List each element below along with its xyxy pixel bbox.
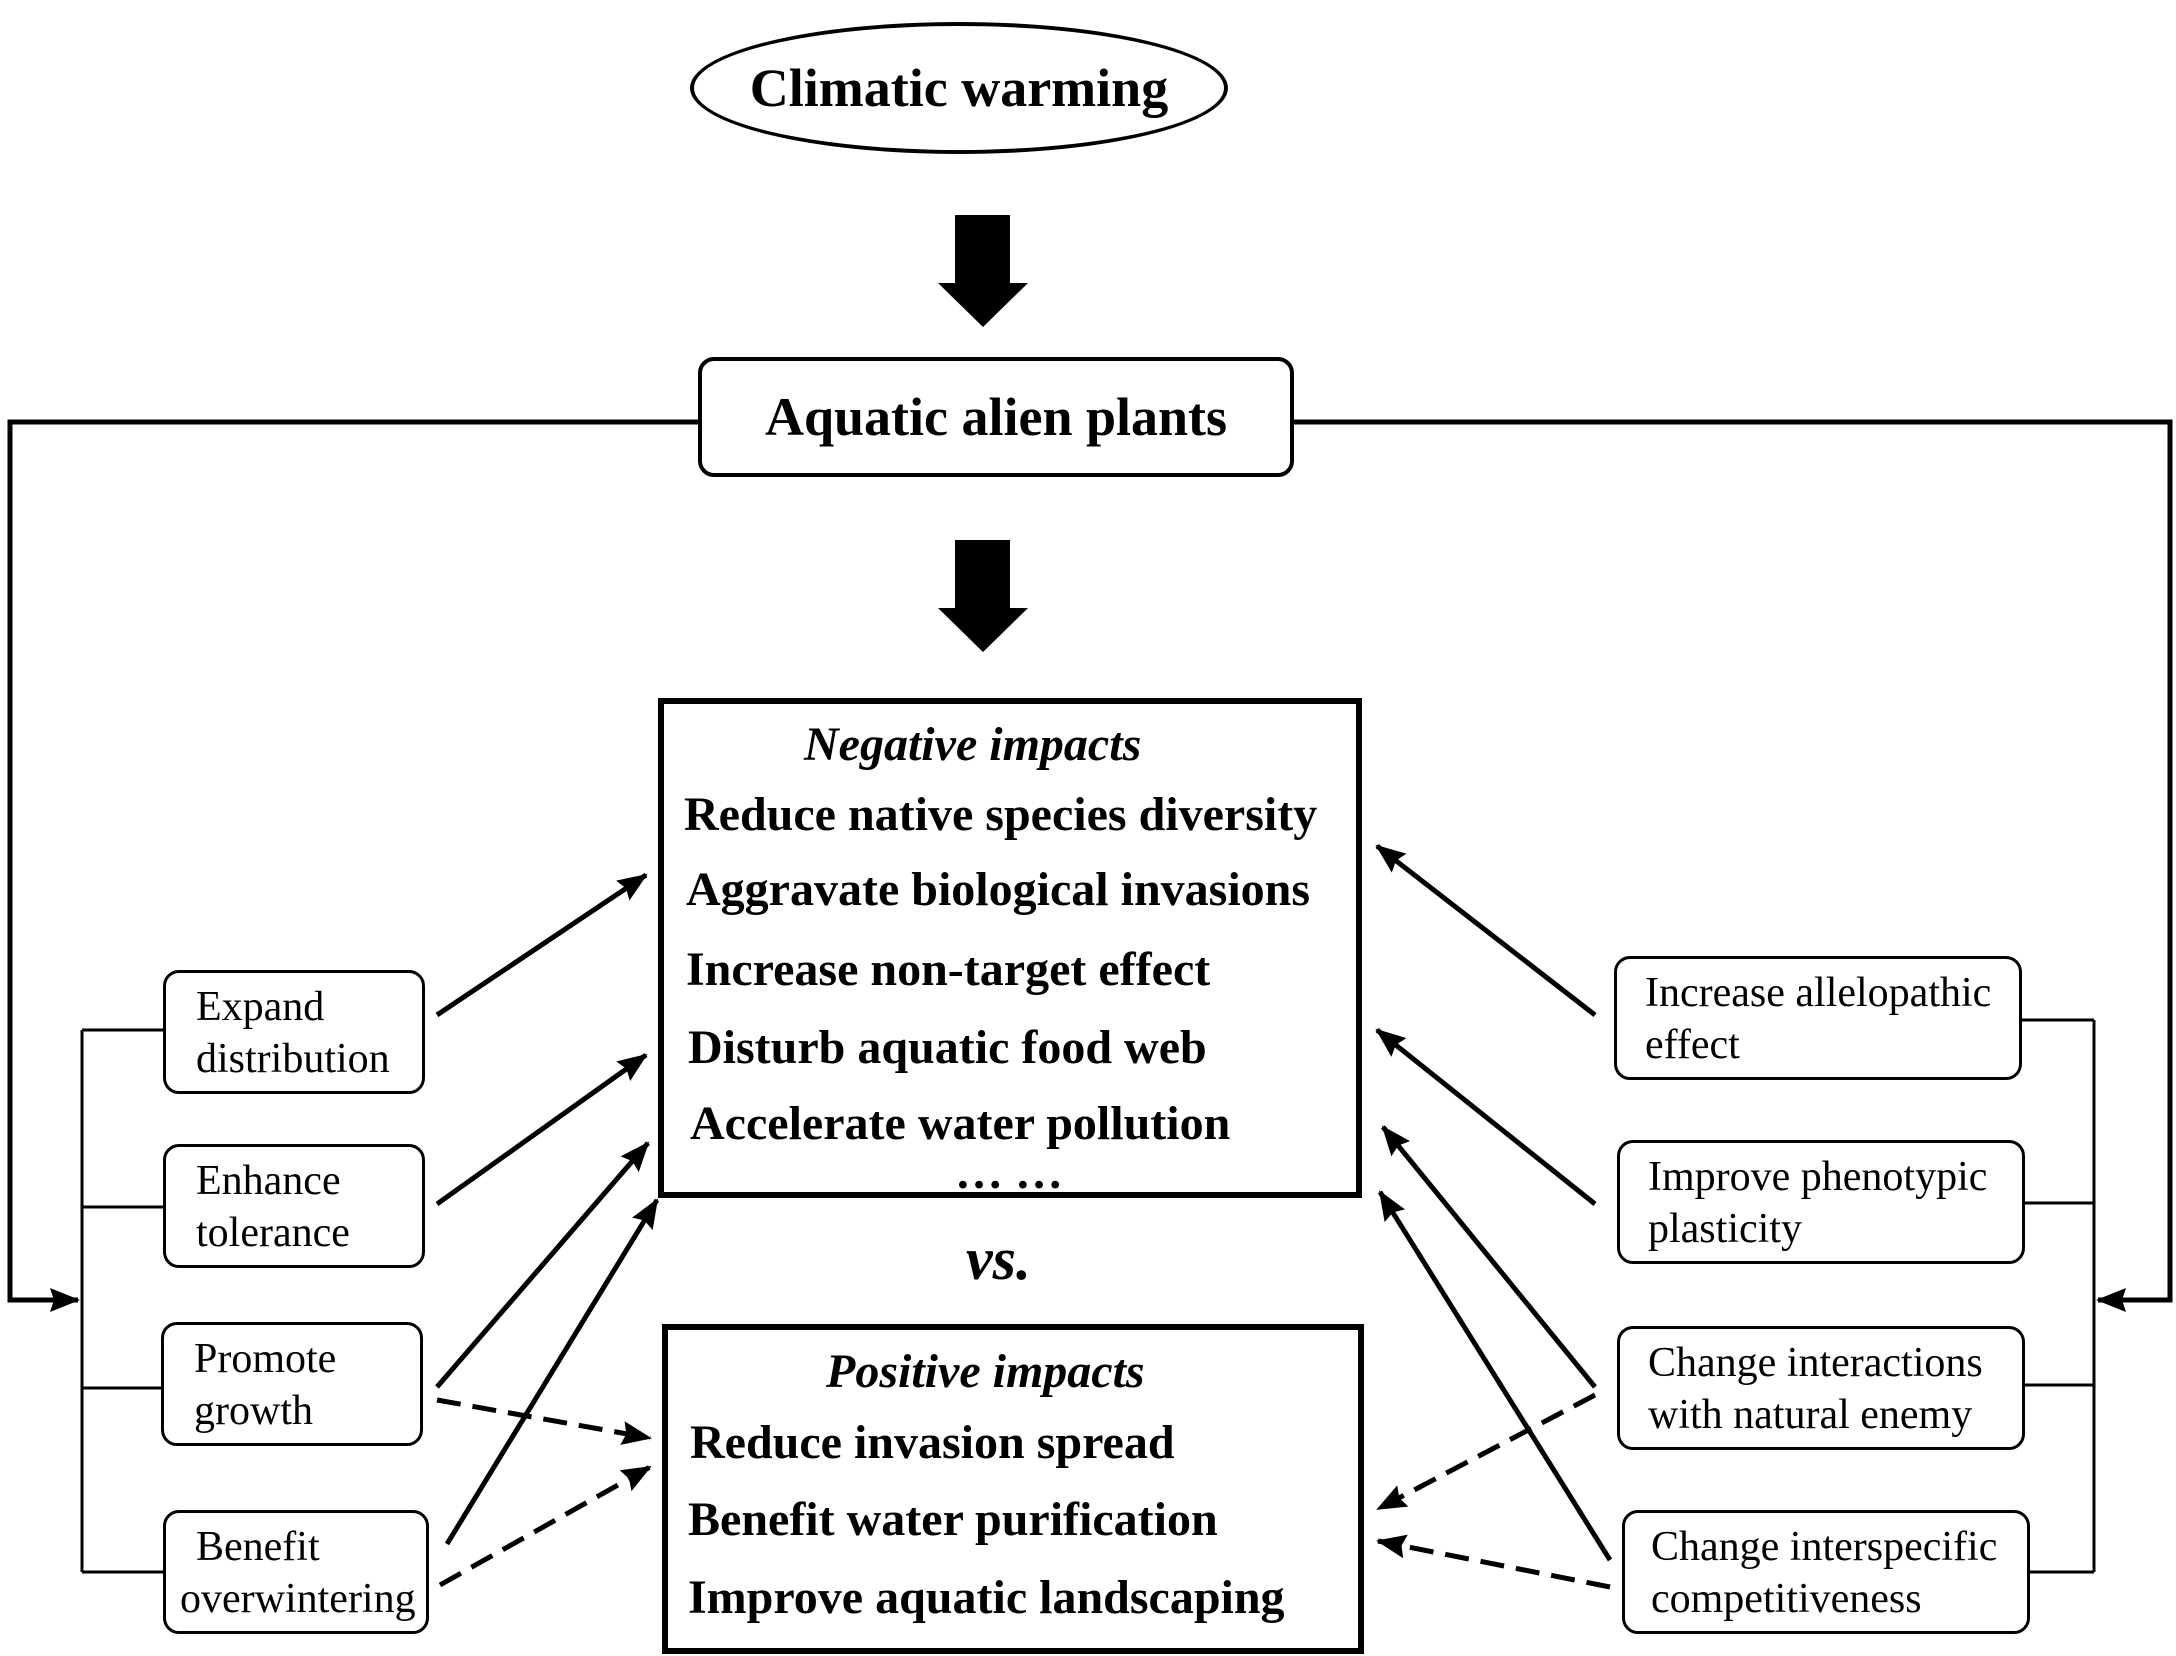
loop-left	[7, 419, 700, 1312]
loop-right	[1292, 419, 2173, 1312]
climatic-warming-node: Climatic warming	[690, 22, 1228, 154]
factor-improve-phenotypic-plasticity: Improve phenotypic plasticity	[1617, 1140, 2025, 1264]
arrow-competitiveness-to-negative	[1377, 1190, 1613, 1562]
arrow-overwinter-to-negative	[444, 1198, 660, 1546]
aquatic-alien-plants-node: Aquatic alien plants	[698, 357, 1294, 477]
arrow-expand-to-negative	[435, 872, 648, 1018]
negative-item: Aggravate biological invasions	[686, 863, 1311, 916]
negative-item: Increase non-target effect	[686, 943, 1211, 996]
negative-item: Disturb aquatic food web	[688, 1021, 1207, 1074]
arrow-allelopathic-to-negative	[1375, 844, 1597, 1017]
factor-promote-growth: Promote growth	[161, 1322, 423, 1446]
negative-item: … …	[955, 1146, 1063, 1199]
factor-enhance-tolerance: Enhance tolerance	[163, 1144, 425, 1268]
negative-item: Accelerate water pollution	[690, 1097, 1231, 1150]
negative-impacts-title: Negative impacts	[804, 718, 1142, 771]
right-bracket	[2022, 1018, 2096, 1574]
positive-item: Reduce invasion spread	[690, 1416, 1175, 1469]
arrow-enemy-to-positive	[1376, 1392, 1597, 1512]
positive-item: Benefit water purification	[688, 1493, 1218, 1546]
arrow-competitiveness-to-positive	[1376, 1534, 1611, 1590]
climatic-warming-label: Climatic warming	[749, 58, 1169, 118]
arrow-plasticity-to-negative	[1375, 1028, 1597, 1206]
arrow-enemy-to-negative	[1381, 1125, 1597, 1389]
down-arrow-1	[938, 215, 1028, 327]
down-arrow-2	[938, 540, 1028, 652]
left-bracket	[80, 1028, 165, 1574]
positive-impacts-box	[662, 1324, 1364, 1654]
factor-increase-allelopathic-effect: Increase allelopathic effect	[1614, 956, 2022, 1080]
arrow-promote-to-positive	[436, 1397, 652, 1445]
arrow-promote-to-negative	[435, 1141, 650, 1389]
factor-expand-distribution: Expand distribution	[163, 970, 425, 1094]
factor-change-interactions-natural-enemy: Change interactions with natural enemy	[1617, 1326, 2025, 1450]
factor-benefit-overwintering: Benefit overwintering	[163, 1510, 429, 1634]
arrow-overwinter-to-positive	[438, 1464, 652, 1588]
positive-impacts-title: Positive impacts	[826, 1345, 1145, 1398]
negative-impacts-box	[658, 698, 1362, 1198]
aquatic-alien-plants-label: Aquatic alien plants	[764, 387, 1228, 447]
arrow-enhance-to-negative	[435, 1052, 648, 1207]
factor-change-interspecific-competitiveness: Change interspecific competitiveness	[1622, 1510, 2030, 1634]
versus-label: vs.	[966, 1226, 1031, 1292]
negative-item: Reduce native species diversity	[684, 788, 1318, 841]
positive-item: Improve aquatic landscaping	[688, 1571, 1285, 1624]
